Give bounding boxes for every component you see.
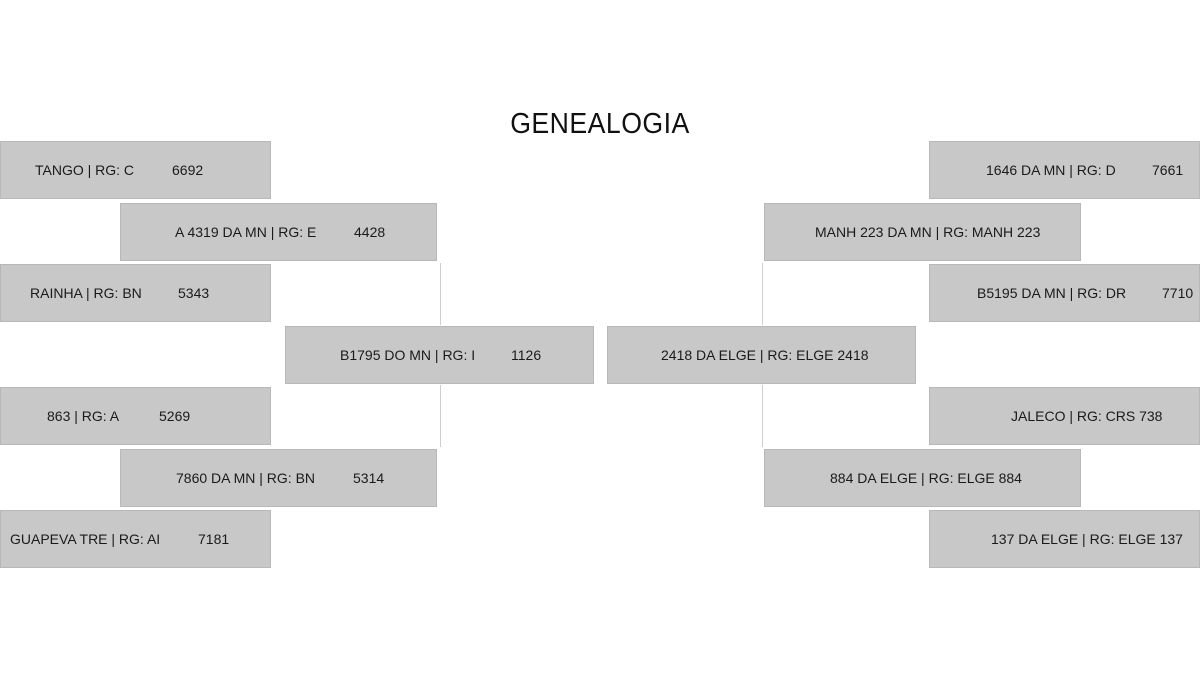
animal-code: 1126 (511, 347, 542, 363)
animal-name: 2418 DA ELGE | RG: ELGE 2418 (661, 347, 869, 363)
animal-code: 7181 (198, 531, 230, 547)
animal-name: GUAPEVA TRE | RG: AI (10, 531, 161, 547)
animal-name: TANGO | RG: C (35, 162, 135, 178)
pedigree-box-dss: 1646 DA MN | RG: D 7661 (929, 141, 1200, 199)
pedigree-box-dsd: B5195 DA MN | RG: DR 7710 (929, 264, 1200, 322)
connector-line (440, 263, 441, 325)
animal-code: 6692 (172, 162, 204, 178)
pedigree-box-sire: B1795 DO MN | RG: I 1126 (285, 326, 594, 384)
connector-line (440, 385, 441, 447)
animal-code: 5314 (353, 470, 385, 486)
animal-code: 5269 (159, 408, 191, 424)
animal-name: JALECO | RG: CRS 738 (1011, 408, 1163, 424)
animal-name: RAINHA | RG: BN (30, 285, 142, 301)
animal-name: 137 DA ELGE | RG: ELGE 137 (991, 531, 1183, 547)
pedigree-box-sire-sire: A 4319 DA MN | RG: E 4428 (120, 203, 437, 261)
pedigree-box-sss: TANGO | RG: C 6692 (0, 141, 271, 199)
pedigree-box-dds: JALECO | RG: CRS 738 (929, 387, 1200, 445)
page-title: GENEALOGIA (510, 108, 690, 140)
animal-name: B1795 DO MN | RG: I (340, 347, 476, 363)
pedigree-box-ddd: 137 DA ELGE | RG: ELGE 137 (929, 510, 1200, 568)
animal-code: 5343 (178, 285, 210, 301)
animal-code: 7661 (1152, 162, 1184, 178)
pedigree-box-dam-sire: MANH 223 DA MN | RG: MANH 223 (764, 203, 1081, 261)
pedigree-box-dam: 2418 DA ELGE | RG: ELGE 2418 (607, 326, 916, 384)
connector-line (762, 385, 763, 447)
pedigree-box-dam-dam: 884 DA ELGE | RG: ELGE 884 (764, 449, 1081, 507)
animal-name: 7860 DA MN | RG: BN (176, 470, 316, 486)
animal-name: 863 | RG: A (47, 408, 120, 424)
connector-line (762, 263, 763, 325)
animal-name: 884 DA ELGE | RG: ELGE 884 (830, 470, 1022, 486)
animal-name: MANH 223 DA MN | RG: MANH 223 (815, 224, 1041, 240)
animal-name: B5195 DA MN | RG: DR (977, 285, 1127, 301)
animal-code: 7710 (1162, 285, 1194, 301)
pedigree-box-sdd: GUAPEVA TRE | RG: AI 7181 (0, 510, 271, 568)
pedigree-box-ssd: RAINHA | RG: BN 5343 (0, 264, 271, 322)
pedigree-box-sire-dam: 7860 DA MN | RG: BN 5314 (120, 449, 437, 507)
animal-name: A 4319 DA MN | RG: E (175, 224, 317, 240)
animal-name: 1646 DA MN | RG: D (986, 162, 1116, 178)
animal-code: 4428 (354, 224, 386, 240)
pedigree-box-sds: 863 | RG: A 5269 (0, 387, 271, 445)
